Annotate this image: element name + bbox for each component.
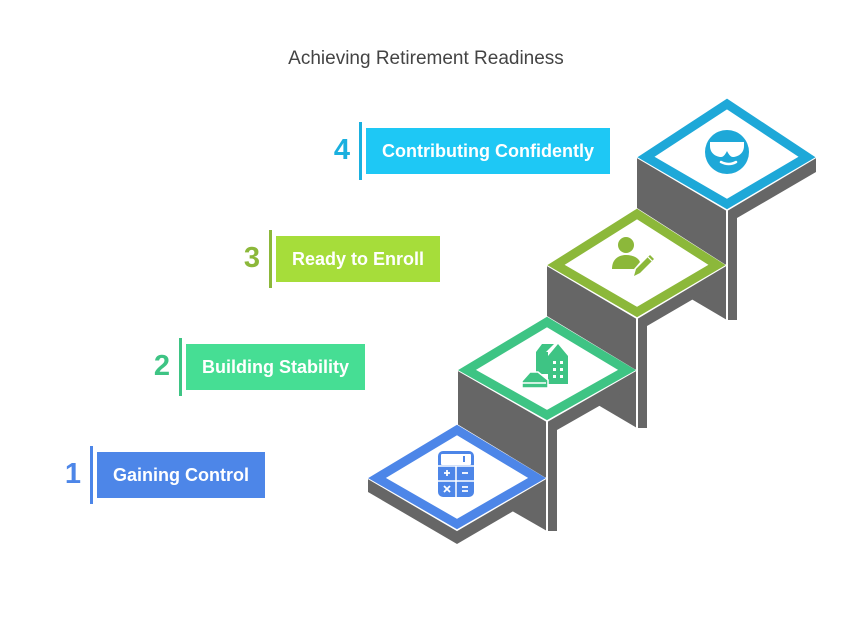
step-1-left-face xyxy=(368,478,457,544)
step-bar xyxy=(359,122,362,180)
step-number: 3 xyxy=(243,242,261,274)
step-bar xyxy=(269,230,272,288)
buildings-icon xyxy=(521,344,568,389)
step-4-frame xyxy=(637,98,816,210)
step-bar xyxy=(179,338,182,396)
step-3-frame xyxy=(547,208,726,318)
step-1-frame xyxy=(368,424,546,530)
step-title: Contributing Confidently xyxy=(366,128,610,174)
step-title: Ready to Enroll xyxy=(276,236,441,282)
step-number: 4 xyxy=(333,134,351,166)
step-title: Building Stability xyxy=(186,344,365,390)
step-bar xyxy=(90,446,93,504)
step-number: 2 xyxy=(153,350,171,382)
step-title: Gaining Control xyxy=(97,452,265,498)
step-2-frame xyxy=(458,316,636,421)
diagram-title: Achieving Retirement Readiness xyxy=(288,48,564,69)
calculator-icon xyxy=(438,451,474,497)
step-2-right-face xyxy=(547,370,636,531)
step-1-right-face xyxy=(457,478,546,544)
user-edit-icon xyxy=(612,237,654,276)
step-number: 1 xyxy=(64,458,82,490)
cool-face-icon xyxy=(705,130,749,174)
